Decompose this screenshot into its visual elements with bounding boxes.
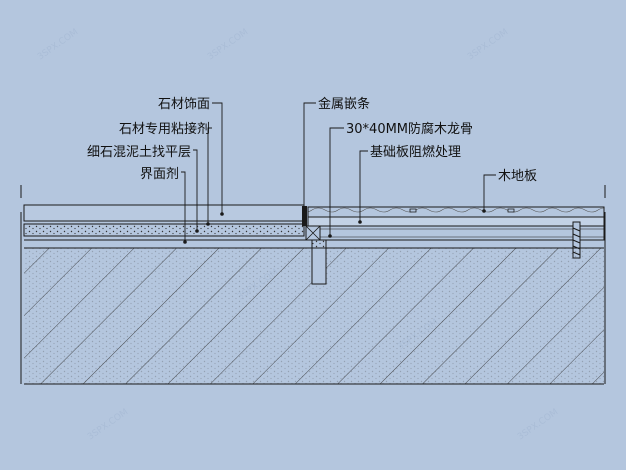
leader-dots-left bbox=[183, 212, 224, 244]
keel-anchor-embed bbox=[311, 247, 327, 285]
label-wood-keel: 30*40MM防腐木龙骨 bbox=[346, 121, 473, 137]
watermark-text: 3SPX.COM bbox=[206, 27, 250, 62]
label-interface-agent: 界面剂 bbox=[140, 167, 179, 182]
base-board bbox=[307, 216, 605, 227]
label-wood-floor: 木地板 bbox=[498, 169, 537, 184]
fine-stone-leveling-layer bbox=[23, 223, 305, 237]
label-metal-inlay: 金属嵌条 bbox=[318, 96, 370, 112]
label-stone-adhesive: 石材专用粘接剂 bbox=[119, 121, 210, 137]
leader-lines-right bbox=[303, 102, 496, 236]
label-fine-stone-leveling: 细石混泥土找平层 bbox=[87, 145, 191, 160]
label-stone-finish: 石材饰面 bbox=[158, 97, 210, 112]
watermark-text: 3SPX.COM bbox=[516, 407, 560, 442]
break-marks bbox=[20, 185, 606, 384]
metal-inlay-strip bbox=[302, 206, 307, 226]
wood-keel bbox=[317, 225, 605, 241]
tongue-groove-joints bbox=[409, 208, 515, 213]
leader-dots-right bbox=[302, 208, 486, 238]
label-base-board: 基础板阻燃处理 bbox=[370, 144, 461, 160]
leader-lines-left bbox=[181, 102, 223, 242]
keel-end-cross bbox=[305, 225, 321, 241]
watermark-text: 3SPX.COM bbox=[86, 407, 130, 442]
stone-finish-layer bbox=[23, 204, 305, 222]
wood-floor-board bbox=[307, 206, 605, 218]
watermark-text: 3SPX.COM bbox=[466, 27, 510, 62]
watermark-text: 3SPX.COM bbox=[36, 27, 80, 62]
